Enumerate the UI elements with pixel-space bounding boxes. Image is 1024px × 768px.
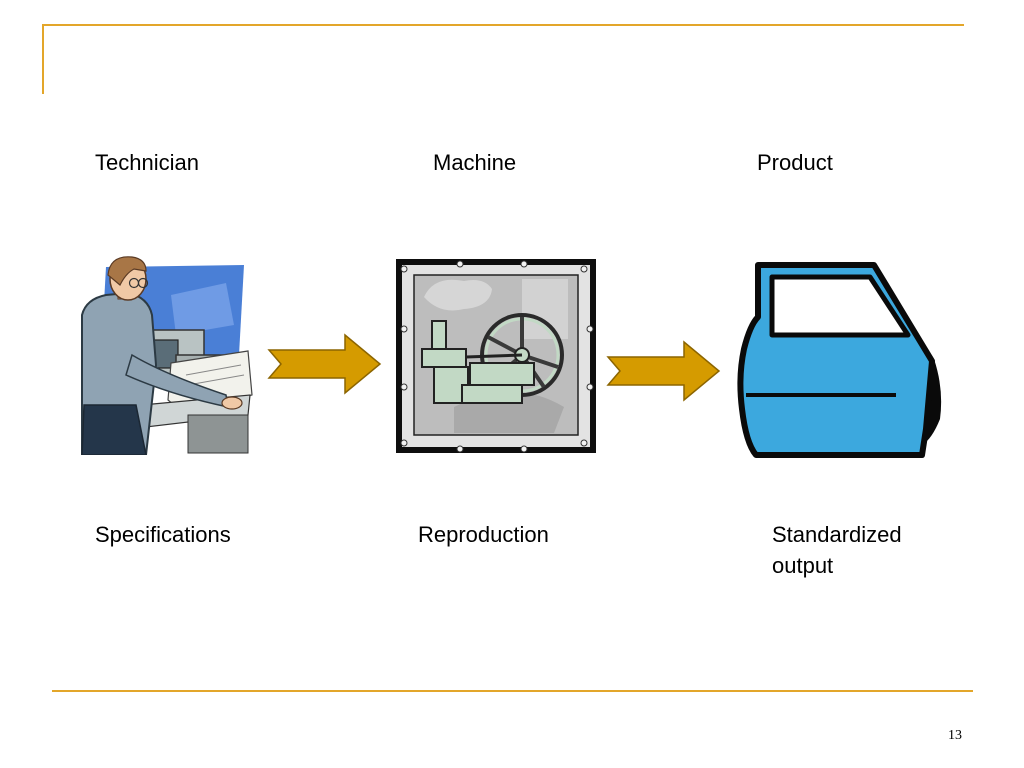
- frame-top-rule: [42, 24, 964, 26]
- frame-left-rule: [42, 24, 44, 94]
- arrow-icon-1: [267, 333, 382, 395]
- page-number: 13: [948, 728, 962, 743]
- label-technician: Technician: [95, 150, 199, 175]
- car-door-product-icon: [737, 262, 942, 458]
- frame-bottom-rule: [52, 690, 973, 692]
- label-machine: Machine: [433, 150, 517, 175]
- label-standardized-output: Standardized output: [772, 522, 902, 578]
- label-specifications: Specifications: [95, 522, 231, 547]
- technician-at-computer-icon: [81, 256, 253, 455]
- label-product: Product: [757, 150, 833, 175]
- steam-engine-machine-icon: [396, 259, 596, 453]
- label-reproduction: Reproduction: [418, 522, 549, 547]
- arrow-icon-2: [606, 340, 721, 402]
